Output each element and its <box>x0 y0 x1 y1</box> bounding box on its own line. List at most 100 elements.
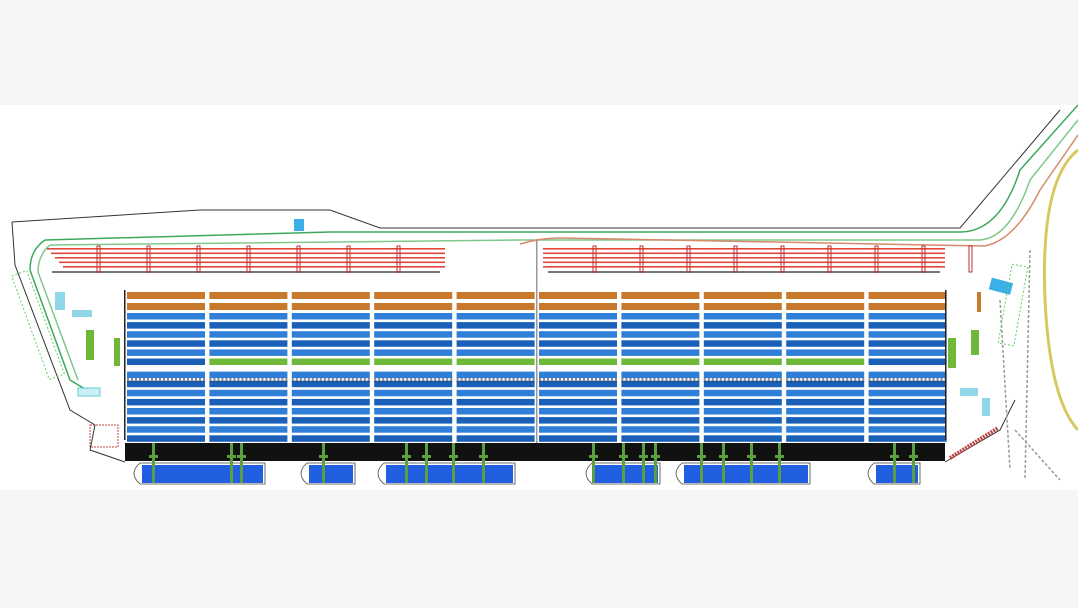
rail-gantry <box>96 245 101 273</box>
yard-block-row <box>209 426 288 433</box>
yard-block-row <box>374 313 453 320</box>
yard-block-row <box>291 380 370 388</box>
rail-gantry <box>246 245 251 273</box>
quay-crane <box>893 443 896 483</box>
reefer-row <box>209 303 288 310</box>
yard-block-row <box>703 435 782 442</box>
yard-block-row <box>868 322 947 329</box>
reefer-row <box>127 292 205 299</box>
yard-block-row <box>456 426 535 433</box>
yard-block-row <box>539 389 617 397</box>
yard-center-divider <box>536 240 538 460</box>
yard-block-row <box>868 417 947 424</box>
ship-cargo <box>309 465 353 483</box>
yard-block-row <box>127 371 205 379</box>
yard-block-row <box>786 408 865 415</box>
yard-block-row <box>456 371 535 379</box>
yard-block-row <box>786 349 865 356</box>
quay-crane-legs <box>227 455 236 458</box>
yard-block-row <box>374 408 453 415</box>
rail-gantry <box>146 245 151 273</box>
rail-track <box>63 266 445 268</box>
yard-block-row <box>868 380 947 388</box>
yard-block-row <box>456 408 535 415</box>
yard-block-row <box>539 417 617 424</box>
yard-block-row <box>291 331 370 338</box>
quay-crane <box>452 443 455 483</box>
yard-block-row <box>786 398 865 406</box>
yard-block-row <box>291 426 370 433</box>
reefer-row <box>703 303 782 310</box>
quay-crane-legs <box>479 455 488 458</box>
ship-cargo <box>594 465 658 483</box>
yard-block-row <box>374 398 453 406</box>
yard-block-row <box>374 331 453 338</box>
quay-crane-legs <box>449 455 458 458</box>
yard-block-row <box>291 322 370 329</box>
yard-block-row <box>868 331 947 338</box>
rail-track <box>543 266 945 268</box>
rail-gantry <box>592 245 597 273</box>
yard-block-row <box>539 371 617 379</box>
interchange-roads <box>999 249 1061 481</box>
yard-block-row <box>703 331 782 338</box>
yard-block-row <box>291 417 370 424</box>
rail-line <box>519 134 1078 247</box>
yard-block-row <box>703 417 782 424</box>
yard-block-row <box>127 398 205 406</box>
reefer-row <box>374 303 453 310</box>
yard-block-row <box>291 389 370 397</box>
rail-track <box>543 248 945 250</box>
building-east-4 <box>982 398 990 416</box>
yard-block-row <box>456 435 535 442</box>
reefer-row <box>621 303 700 310</box>
berthed-ships <box>133 462 921 485</box>
quay-crane <box>322 443 325 483</box>
yard-block-row <box>374 380 453 388</box>
yard-block-row <box>456 389 535 397</box>
yard-block-row <box>703 340 782 347</box>
yard-block-row <box>786 389 865 397</box>
yard-block-row <box>456 349 535 356</box>
quay-crane <box>622 443 625 483</box>
quay-crane-legs <box>651 455 660 458</box>
rail-track <box>47 248 445 250</box>
yard-block-row <box>456 340 535 347</box>
rail-track <box>543 257 945 259</box>
yard-block-row <box>291 340 370 347</box>
quay-crane-legs <box>775 455 784 458</box>
rail-gantry <box>296 245 301 273</box>
yard-block-row <box>374 435 453 442</box>
yard-block-row <box>539 398 617 406</box>
building-east-orange <box>977 292 981 312</box>
yard-block-row <box>539 340 617 347</box>
yard-block-row <box>127 417 205 424</box>
quay-crane-legs <box>589 455 598 458</box>
reefer-row <box>127 303 205 310</box>
yard-block-row <box>786 340 865 347</box>
quay-crane-legs <box>639 455 648 458</box>
yard-block-row <box>374 389 453 397</box>
yard-block-row <box>786 417 865 424</box>
rail-platform <box>548 271 940 273</box>
yard-block-row <box>621 417 700 424</box>
yard-block-row <box>621 380 700 388</box>
gate-area-east <box>948 263 1029 460</box>
yard-block-row <box>291 398 370 406</box>
green-row <box>374 358 453 365</box>
yard-block-row <box>621 340 700 347</box>
green-row <box>291 358 370 365</box>
rail-gantry <box>733 245 738 273</box>
yard-block-row <box>127 358 205 365</box>
yard-block-row <box>209 313 288 320</box>
yard-block-row <box>127 435 205 442</box>
yard-block-row <box>868 398 947 406</box>
yard-block-row <box>374 371 453 379</box>
quay-cranes <box>149 443 918 483</box>
yard-block-row <box>291 349 370 356</box>
quay-crane-legs <box>890 455 899 458</box>
yard-block-row <box>127 349 205 356</box>
yard-block-row <box>703 349 782 356</box>
yard-block-row <box>868 426 947 433</box>
rail-gantry <box>196 245 201 273</box>
